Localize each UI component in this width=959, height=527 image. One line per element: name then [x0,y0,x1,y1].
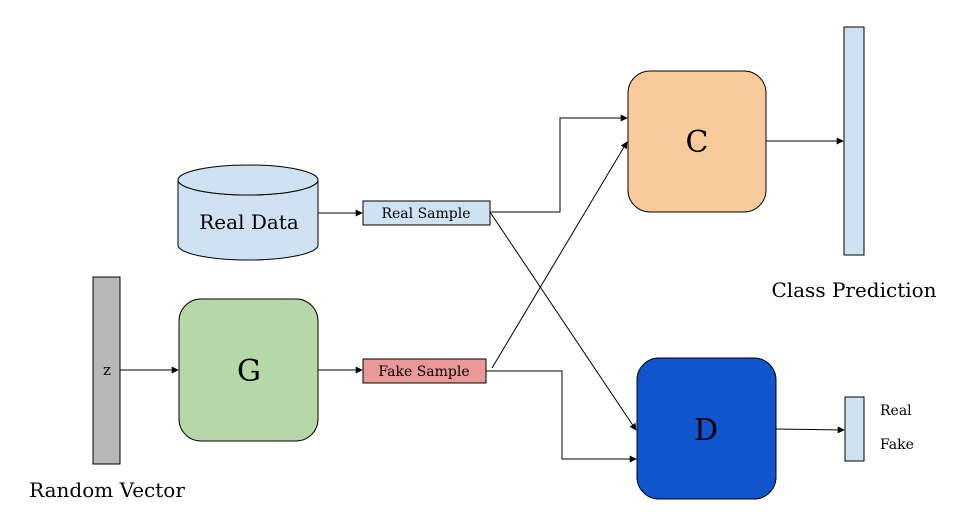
generator-block: G [178,298,319,442]
generator-label: G [237,354,261,389]
arrow-real-sample-to-c [490,114,628,213]
class-prediction-bar [843,26,865,256]
classifier-block: C [627,70,767,213]
discriminator-label: D [694,413,718,448]
discriminator-output-bar: Real Fake [844,396,914,462]
random-vector-caption: Random Vector [29,478,185,502]
arrow-real-sample-to-d [489,211,637,431]
connectors [120,114,845,463]
class-prediction-caption: Class Prediction [771,278,936,302]
output-fake-label: Fake [880,437,914,453]
arrow-fake-sample-to-d [486,370,637,463]
random-vector-bar: z [92,276,121,465]
real-data-label: Real Data [199,210,299,234]
fake-sample-box: Fake Sample [362,358,487,384]
classifier-label: C [686,125,709,160]
real-data-cylinder: Real Data [177,164,319,261]
real-sample-box: Real Sample [362,200,491,226]
arrow-fake-sample-to-c [491,141,628,369]
discriminator-block: D [636,357,777,500]
real-sample-label: Real Sample [381,206,470,222]
fake-sample-label: Fake Sample [378,364,469,380]
output-real-label: Real [880,403,912,419]
arrow-d-to-output [775,426,845,434]
random-vector-label: z [103,361,111,379]
